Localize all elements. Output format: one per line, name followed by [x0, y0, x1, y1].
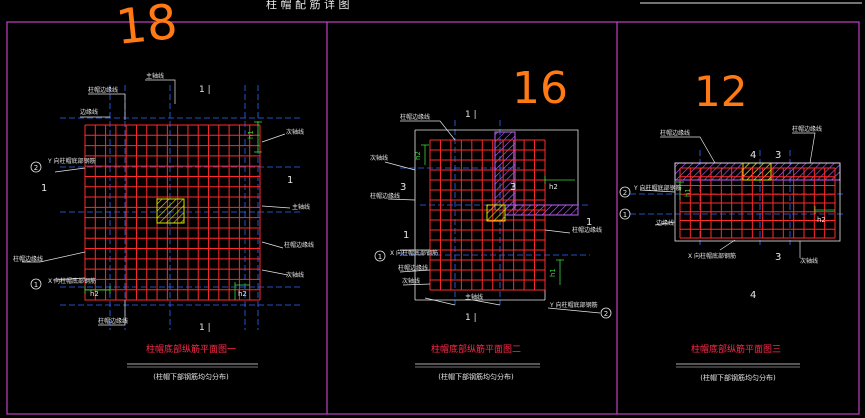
panel3-label-top-right: 柱帽边缘线	[792, 125, 822, 133]
panel2-handwritten-note: 16	[512, 63, 568, 114]
panel3-dim-h2: h2	[817, 216, 826, 224]
panel2-axis-bubble-2	[600, 307, 612, 319]
panel3-axis-label-1: 1	[623, 211, 627, 219]
panel-2: h2 h2 h1 柱帽边缘线 次轴线 柱帽边缘线 柱帽边缘线 X 向柱帽底部钢筋…	[370, 63, 612, 381]
panel2-subcaption: (柱帽下部钢筋均匀分布)	[438, 372, 514, 381]
panel1-axis-bubble-1	[30, 278, 42, 290]
panel3-cap-outline	[674, 162, 841, 242]
panel2-label-left2: 柱帽边缘线	[370, 192, 400, 200]
panel2-section-1a: 1	[403, 230, 409, 241]
panel3-label-x-dir: X 向柱帽底部钢筋	[688, 252, 736, 260]
panel1-column	[156, 198, 185, 224]
panel1-label-bottom: 柱帽边缘线	[98, 317, 128, 325]
panel2-section-top: 1 |	[465, 110, 477, 120]
panel3-subcaption: (柱帽下部钢筋均匀分布)	[700, 373, 776, 382]
panel1-dim-h2b: h2	[238, 290, 247, 298]
panel1-label-top-left: 柱帽边缘线	[88, 86, 118, 94]
panel1-section-right: 1	[287, 175, 293, 186]
panel3-section-3a: 3	[775, 150, 781, 161]
panel2-axis-bubble-1	[374, 250, 386, 262]
panel1-axis-bubble-2	[30, 161, 42, 173]
panel2-label-x-dir: X 向柱帽底部钢筋	[390, 249, 438, 257]
panel1-label-side-left: 边缘线	[80, 108, 98, 116]
panel-3: h1 h2 柱帽边缘线 柱帽边缘线 Y 向柱帽底部钢筋 边缘线 X 向柱帽底部钢…	[619, 67, 845, 382]
panel2-dim-h2b: h2	[549, 183, 558, 191]
panel1-label-top-right: 主轴线	[146, 72, 164, 80]
panel2-dim-h2: h2	[414, 151, 422, 160]
panel3-section-3b: 3	[775, 252, 781, 263]
panel2-label-lower2: 次轴线	[402, 277, 420, 285]
panel1-section-bottom: 1 |	[199, 323, 211, 333]
panel2-section-3a: 3	[400, 182, 406, 193]
panel3-label-left-low: 边缘线	[656, 219, 674, 227]
panel3-section-4a: 4	[750, 150, 756, 161]
panel1-caption: 柱帽底部纵筋平面图一	[146, 343, 236, 355]
panel3-section-4b: 4	[750, 290, 756, 301]
panel1-label-y-dir: Y 向柱帽底部钢筋	[47, 157, 96, 165]
panel1-dim-h2: h2	[90, 290, 99, 298]
panel3-axis-bubble-1	[619, 208, 631, 220]
panel2-dim-h1: h1	[549, 268, 557, 277]
panel3-rebar-grid	[679, 167, 836, 239]
panel2-label-y-dir: Y 向柱帽底部钢筋	[549, 301, 598, 309]
panel2-section-1b: 1	[586, 217, 592, 228]
panel1-handwritten-note: 18	[113, 0, 180, 56]
panel1-section-left: 1	[41, 183, 47, 194]
panel3-dimensions	[676, 181, 835, 214]
panel1-label-bot-right: 次轴线	[286, 271, 304, 279]
panel2-caption: 柱帽底部纵筋平面图二	[431, 343, 521, 355]
panel2-leaders	[384, 120, 601, 314]
panel-1: h1 h2 h2 柱帽边缘线 主轴线 边缘线 次轴线 主轴线 柱帽边缘线 柱帽边…	[13, 0, 314, 381]
panel3-leaders	[639, 132, 816, 258]
panel2-section-3b: 3	[510, 182, 516, 193]
panel1-section-top: 1 |	[199, 85, 211, 95]
drawing-title: 柱 帽 配 筋 详 图	[266, 0, 349, 11]
panel3-dim-h1: h1	[684, 188, 692, 197]
panel3-caption: 柱帽底部纵筋平面图三	[691, 343, 781, 355]
panel2-column	[486, 204, 506, 222]
panel2-axis-label-1: 1	[378, 253, 382, 261]
panel3-axis-lines	[630, 150, 845, 245]
panel3-label-y-dir: Y 向柱帽底部钢筋	[633, 184, 682, 192]
panel1-leaders	[22, 79, 291, 326]
panel2-label-lower1: 柱帽边缘线	[398, 264, 428, 272]
panel2-beam-vertical	[494, 131, 516, 211]
panel2-section-bottom: 1 |	[465, 313, 477, 323]
panel2-axis-label-2: 2	[604, 310, 608, 318]
panel2-dimensions	[421, 144, 575, 285]
panel3-axis-label-2: 2	[623, 189, 627, 197]
panel3-handwritten-note: 12	[694, 67, 747, 116]
panel1-label-x-dir: X 向柱帽底部钢筋	[48, 277, 96, 285]
panel3-label-top-left: 柱帽边缘线	[660, 129, 690, 137]
sheet-frame	[6, 21, 860, 415]
panel3-axis-bubble-2	[619, 186, 631, 198]
panel1-dim-h1: h1	[247, 130, 255, 139]
panel1-label-lower-left: 柱帽边缘线	[13, 255, 43, 263]
panel1-axis-label-1: 1	[34, 281, 38, 289]
panel1-dimensions	[84, 121, 262, 300]
panel2-label-left1: 次轴线	[370, 154, 388, 162]
panel2-label-top: 柱帽边缘线	[400, 113, 430, 121]
panel3-column	[742, 162, 772, 181]
panel3-label-right-low: 次轴线	[800, 257, 818, 265]
panel1-label-side-right: 次轴线	[286, 128, 304, 136]
panel2-label-lower3: 主轴线	[465, 293, 483, 301]
panel1-label-lower-right: 柱帽边缘线	[284, 241, 314, 249]
panel1-subcaption: (柱帽下部钢筋均匀分布)	[153, 372, 229, 381]
panel1-axis-label-2: 2	[34, 164, 38, 172]
panel2-label-right: 柱帽边缘线	[572, 226, 602, 234]
panel1-label-mid-right: 主轴线	[292, 203, 310, 211]
